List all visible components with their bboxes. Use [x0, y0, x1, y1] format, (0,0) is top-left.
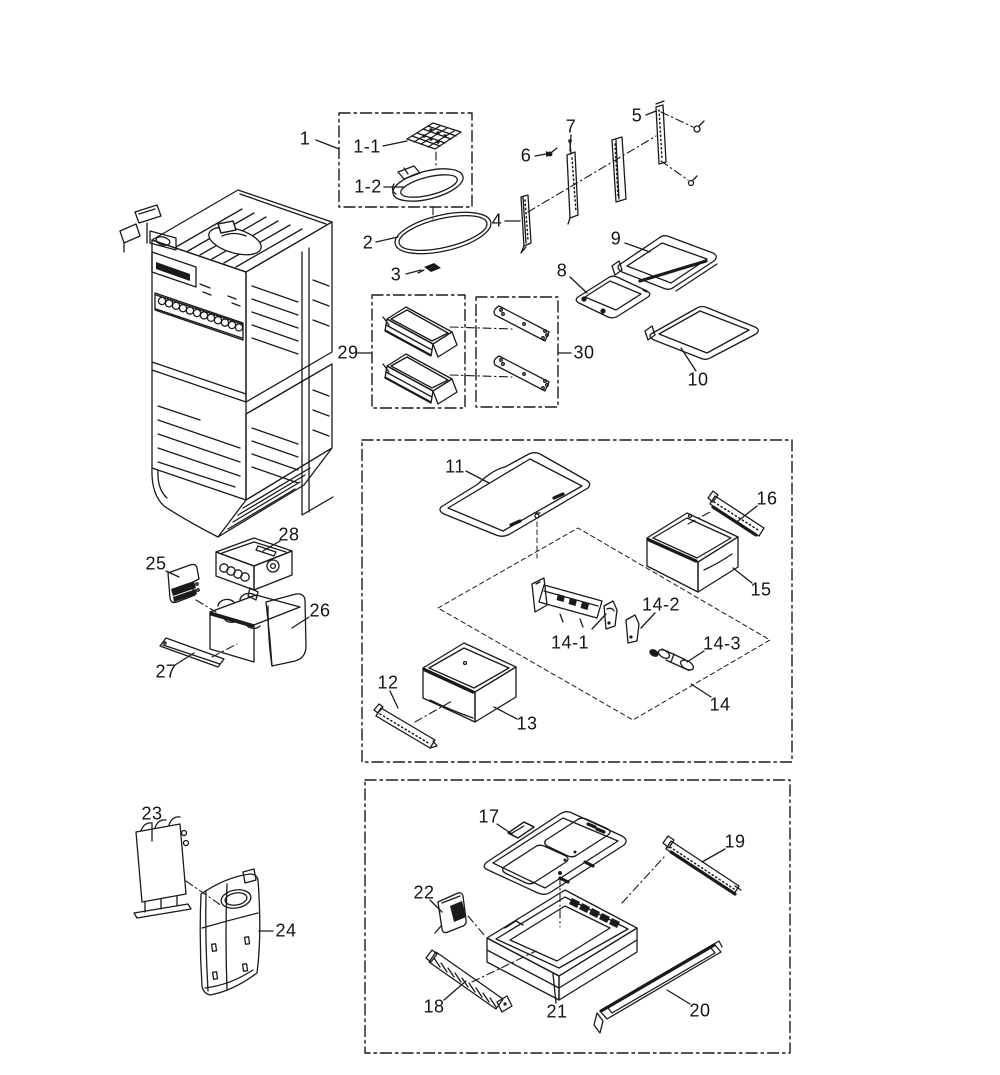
part-label-18: 18	[423, 996, 445, 1017]
part-label-8: 8	[556, 260, 568, 281]
part-label-14-2: 14-2	[641, 594, 681, 615]
rail-16	[707, 490, 765, 537]
drawer-15	[646, 512, 739, 593]
pantry-clip-a	[603, 600, 618, 630]
part-label-1-2: 1-2	[354, 176, 382, 197]
part-label-27: 27	[155, 661, 177, 682]
auger-bracket-25	[167, 563, 200, 604]
part-label-23: 23	[141, 803, 163, 824]
part-label-2: 2	[362, 232, 374, 253]
top-lamp-recess	[208, 220, 262, 256]
part-label-10: 10	[687, 369, 709, 390]
trim-strip-20	[593, 940, 723, 1034]
part-label-9: 9	[610, 228, 622, 249]
part-label-26: 26	[309, 600, 331, 621]
pantry-zone-outline	[437, 527, 771, 721]
part-label-14: 14	[709, 694, 731, 715]
door-bin-1	[382, 306, 458, 358]
part-label-28: 28	[278, 524, 300, 545]
lamp-assembly-group	[338, 112, 473, 208]
bin-cover-1	[493, 305, 550, 342]
part-label-29: 29	[337, 342, 359, 363]
part-label-30: 30	[573, 342, 595, 363]
clip-part	[417, 263, 441, 274]
hinge-parts	[119, 204, 177, 253]
bin-cover-2	[493, 355, 550, 392]
part-label-16: 16	[756, 488, 778, 509]
part-label-1-1: 1-1	[353, 136, 381, 157]
part-label-11: 11	[445, 456, 465, 477]
part-label-7: 7	[565, 116, 577, 137]
refrigerator-cabinet	[119, 189, 334, 538]
harness-coil	[157, 296, 244, 332]
freezer-drawer-group	[364, 779, 791, 1054]
rail-4	[520, 194, 532, 254]
bracket-22	[434, 892, 467, 934]
part-label-15: 15	[750, 579, 772, 600]
door-bin-2	[382, 353, 458, 405]
rail-middle	[611, 136, 627, 203]
shelf-10	[644, 305, 759, 360]
evaporator-cover-24	[199, 868, 261, 996]
pantry-rail-14-1	[531, 577, 603, 628]
shelf-9	[611, 235, 718, 292]
rail-5	[655, 100, 667, 165]
part-label-5: 5	[631, 105, 643, 126]
part-label-21: 21	[546, 1001, 568, 1022]
rail-19	[662, 835, 742, 896]
bin-covers-group	[475, 296, 559, 408]
evaporator-23	[133, 816, 192, 919]
part-label-20: 20	[689, 1000, 711, 1021]
leader-lines	[151, 110, 758, 1005]
lamp-pcb	[406, 122, 462, 150]
part-label-6: 6	[520, 145, 532, 166]
part-label-13: 13	[516, 713, 538, 734]
door-bins-group	[371, 294, 466, 409]
part-label-12: 12	[377, 672, 399, 693]
part-label-24: 24	[275, 920, 297, 941]
part-label-17: 17	[478, 806, 500, 827]
ice-maker-28	[215, 537, 293, 601]
grille-part	[394, 211, 492, 255]
pantry-cover-shelf-11	[439, 452, 591, 559]
pantry-group	[361, 439, 793, 763]
part-label-1: 1	[299, 128, 311, 149]
pantry-clip-b-14-2	[625, 614, 640, 644]
lamp-cover	[391, 165, 464, 202]
drawer-13	[422, 642, 517, 723]
ice-bucket-26	[209, 592, 307, 667]
part-label-3: 3	[390, 264, 402, 285]
part-label-14-1: 14-1	[550, 632, 590, 653]
rail-12	[373, 703, 438, 749]
part-label-25: 25	[145, 553, 167, 574]
freezer-tray-21	[486, 889, 638, 1001]
part-label-14-3: 14-3	[702, 633, 742, 654]
part-label-22: 22	[413, 882, 435, 903]
mounting-screws	[687, 120, 705, 187]
shelf-support-rails	[520, 100, 705, 254]
divider-shelf-17	[483, 811, 627, 895]
shelf-frame-8	[575, 275, 651, 319]
damper-14-3	[649, 648, 695, 672]
part-label-4: 4	[491, 210, 503, 231]
part-label-19: 19	[724, 831, 746, 852]
